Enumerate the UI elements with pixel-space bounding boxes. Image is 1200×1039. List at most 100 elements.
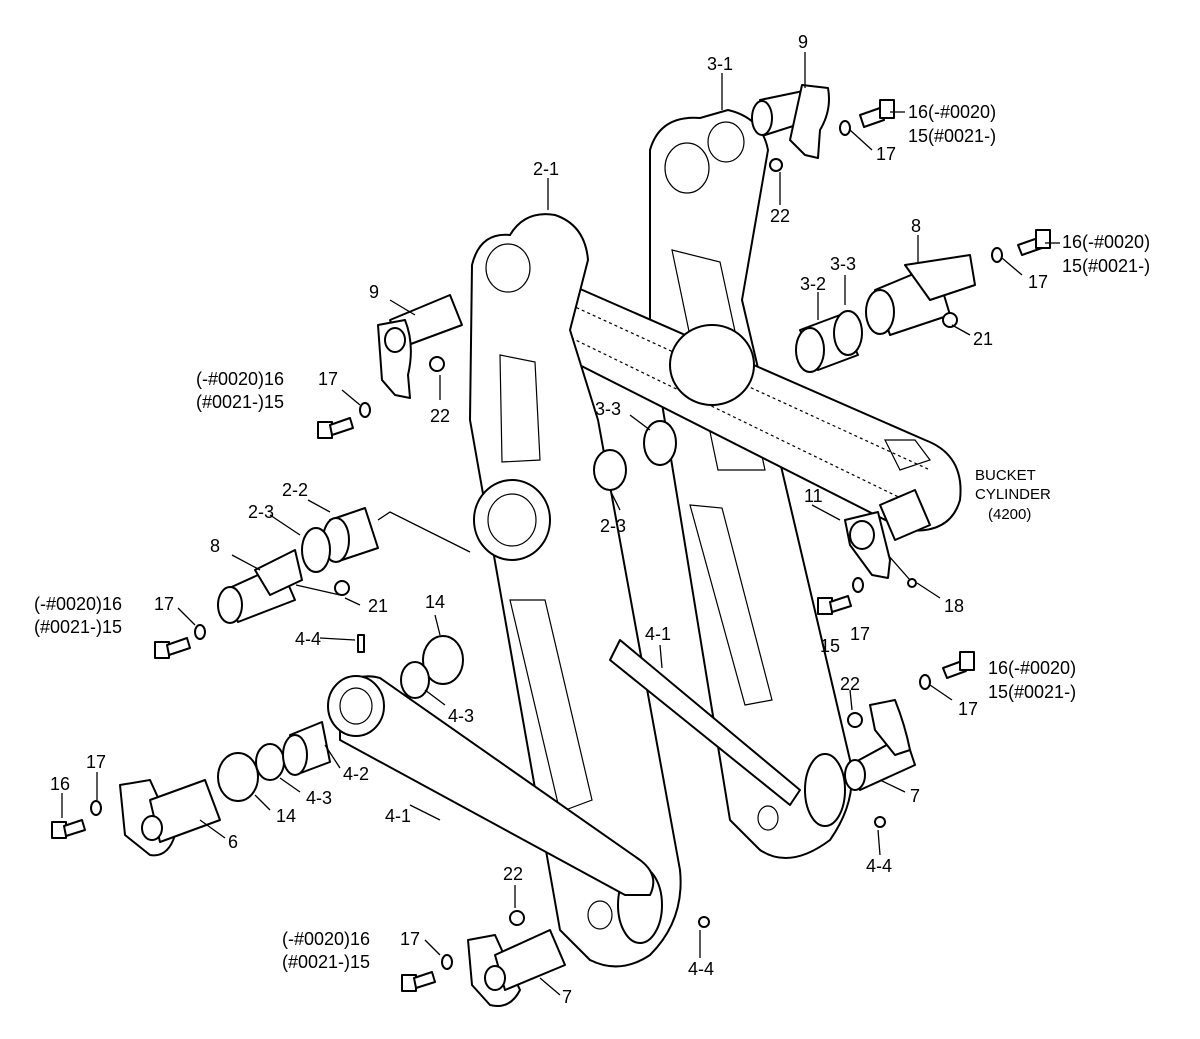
label-11: 11: [804, 486, 823, 506]
label-bucket-3: (4200): [988, 506, 1031, 523]
bolt-16-bl: [51, 819, 86, 839]
bolt-16-top: [859, 99, 895, 128]
label-22-left: 22: [430, 406, 450, 426]
nut-22-bot: [509, 910, 525, 926]
pin-9-left: [377, 294, 463, 399]
label-22-top: 22: [770, 206, 790, 226]
label-17-r2: 17: [1028, 272, 1048, 292]
label-3-1: 3-1: [707, 54, 733, 74]
label-15-r2: 15(#0021-): [1062, 256, 1150, 276]
washer-17-r2: [991, 247, 1003, 263]
label-22-bot: 22: [503, 864, 523, 884]
nut-22-left: [429, 356, 445, 372]
label-3-3-center: 3-3: [595, 399, 621, 419]
nut-18: [907, 578, 917, 588]
label-8-left: 8: [210, 536, 220, 556]
label-2-2: 2-2: [282, 480, 308, 500]
label-21-left: 21: [368, 596, 388, 616]
leader-lines: [61, 52, 1060, 996]
label-17-l2: 17: [154, 594, 174, 614]
seal-3-3-center: [643, 420, 677, 466]
seal-2-3-center: [593, 449, 627, 491]
washer-17-mid: [852, 577, 864, 593]
label-8-right: 8: [911, 216, 921, 236]
label-16-bot: (-#0020)16: [282, 929, 370, 949]
bolt-16-left: [317, 417, 354, 439]
label-17-bl: 17: [86, 752, 106, 772]
seal-4-3-bot: [255, 743, 285, 781]
label-15-l2: (#0021-)15: [34, 617, 122, 637]
label-4-4-bot: 4-4: [688, 959, 714, 979]
shim-14-top: [422, 635, 464, 685]
label-7-bot: 7: [562, 987, 572, 1007]
label-17-bot: 17: [400, 929, 420, 949]
label-15-r3: 15(#0021-): [988, 682, 1076, 702]
label-17-r3: 17: [958, 699, 978, 719]
seal-2-3-left: [301, 527, 331, 573]
bolt-16-bot: [401, 971, 436, 992]
cross-tube: [539, 277, 962, 532]
label-17-top: 17: [876, 144, 896, 164]
label-3-2: 3-2: [800, 274, 826, 294]
label-7-right: 7: [910, 786, 920, 806]
label-4-2: 4-2: [343, 764, 369, 784]
label-3-3-right: 3-3: [830, 254, 856, 274]
label-4-4-top: 4-4: [295, 629, 321, 649]
labels: 9 3-1 16(-#0020) 15(#0021-) 17 22 2-1 8 …: [34, 32, 1150, 1007]
label-4-4-right: 4-4: [866, 856, 892, 876]
label-15-mid: 15: [820, 636, 840, 656]
washer-17-r3: [919, 674, 931, 690]
washer-17-l2: [194, 624, 206, 640]
pin-8-left: [217, 549, 303, 624]
label-18: 18: [944, 596, 964, 616]
label-21-right: 21: [973, 329, 993, 349]
shim-14-bot: [217, 752, 259, 802]
label-2-1: 2-1: [533, 159, 559, 179]
washer-17-bl: [90, 800, 102, 816]
front-arm-2-1: [469, 213, 682, 968]
bolt-16-l2: [154, 637, 191, 659]
label-22-mid: 22: [840, 674, 860, 694]
washer-17-top: [839, 120, 851, 136]
label-16-bl: 16: [50, 774, 70, 794]
pin-8-right: [865, 254, 976, 336]
label-14-top: 14: [425, 592, 445, 612]
washer-17-bot: [441, 954, 453, 970]
pin-9-top: [751, 84, 830, 159]
pin-7-right: [844, 699, 916, 791]
grease-fitting-4-4-top: [357, 634, 365, 653]
label-16-l2: (-#0020)16: [34, 594, 122, 614]
washer-17-left: [359, 402, 371, 418]
grease-fitting-4-4-bot: [698, 916, 710, 928]
seal-3-3-right: [833, 310, 863, 356]
grease-fitting-4-4-right: [874, 816, 886, 828]
bracket-11: [844, 489, 931, 579]
label-4-3-top: 4-3: [448, 706, 474, 726]
label-2-3-center: 2-3: [600, 516, 626, 536]
label-16-left: (-#0020)16: [196, 369, 284, 389]
bolt-15-mid: [817, 595, 852, 615]
label-16-r2: 16(-#0020): [1062, 232, 1150, 252]
link-bar-4-1: [327, 639, 846, 896]
nut-21-right: [942, 312, 958, 328]
bushing-4-2: [282, 721, 331, 776]
pin-7-bottom: [467, 929, 566, 1007]
label-bucket-2: CYLINDER: [975, 486, 1051, 503]
seal-4-3-top: [400, 661, 430, 699]
label-17-mid: 17: [850, 624, 870, 644]
label-15-left: (#0021-)15: [196, 392, 284, 412]
label-bucket-1: BUCKET: [975, 467, 1036, 484]
label-16-top: 16(-#0020): [908, 102, 996, 122]
label-14-bot: 14: [276, 806, 296, 826]
label-4-1-bot: 4-1: [385, 806, 411, 826]
nut-22-top: [769, 158, 783, 172]
rear-arm-3-1: [649, 109, 853, 859]
label-16-r3: 16(-#0020): [988, 658, 1076, 678]
label-2-3-left: 2-3: [248, 502, 274, 522]
bolt-16-r3: [942, 651, 975, 679]
label-15-top: 15(#0021-): [908, 126, 996, 146]
label-15-bot: (#0021-)15: [282, 952, 370, 972]
label-17-left: 17: [318, 369, 338, 389]
pin-6: [119, 779, 221, 857]
bushing-2-2: [322, 507, 379, 563]
